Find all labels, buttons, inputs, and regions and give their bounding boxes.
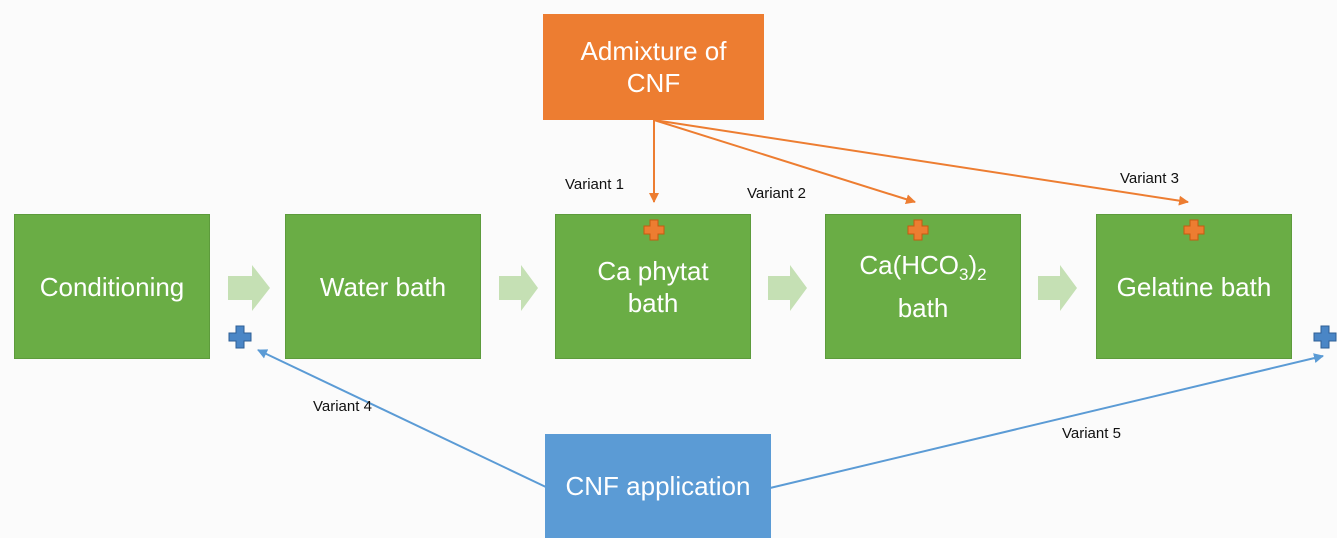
variant-4-label: Variant 4 xyxy=(313,398,372,415)
admixture-box: Admixture of CNF xyxy=(543,14,764,120)
arrow-variant-3 xyxy=(653,119,1189,206)
cnf-application-label: CNF application xyxy=(565,471,751,501)
cnf-application-box: CNF application xyxy=(545,434,771,538)
flow-arrow-3-icon xyxy=(768,265,807,311)
step-ca-phytat-line2: bath xyxy=(627,287,679,318)
step-calcium-bicarbonate-line1: Ca(HCO3)2 xyxy=(859,250,987,285)
step-gelatine-bath-label: Gelatine bath xyxy=(1116,271,1272,302)
step-calcium-bicarbonate-line2: bath xyxy=(897,292,949,323)
arrow-variant-5 xyxy=(769,353,1324,489)
step-calcium-bicarbonate-bath: Ca(HCO3)2 bath xyxy=(825,214,1021,359)
admixture-marker-1-icon xyxy=(643,219,665,241)
variant-5-label: Variant 5 xyxy=(1062,425,1121,442)
variant-3-label: Variant 3 xyxy=(1120,170,1179,187)
flow-arrow-4-icon xyxy=(1038,265,1077,311)
admixture-marker-2-icon xyxy=(907,219,929,241)
admixture-box-line2: CNF xyxy=(626,68,681,98)
step-conditioning-label: Conditioning xyxy=(39,271,185,302)
arrow-variant-4 xyxy=(257,349,549,489)
admixture-marker-3-icon xyxy=(1183,219,1205,241)
variant-2-label: Variant 2 xyxy=(747,185,806,202)
step-water-bath-label: Water bath xyxy=(319,271,447,302)
flow-arrow-2-icon xyxy=(499,265,538,311)
flow-arrow-1-icon xyxy=(228,265,270,311)
step-ca-phytat-line1: Ca phytat xyxy=(597,255,709,286)
step-conditioning: Conditioning xyxy=(14,214,210,359)
application-marker-1-icon xyxy=(228,325,252,349)
admixture-box-line1: Admixture of xyxy=(580,36,727,66)
step-water-bath: Water bath xyxy=(285,214,481,359)
application-marker-2-icon xyxy=(1313,325,1337,349)
variant-1-label: Variant 1 xyxy=(565,176,624,193)
arrow-variant-2 xyxy=(653,119,916,205)
